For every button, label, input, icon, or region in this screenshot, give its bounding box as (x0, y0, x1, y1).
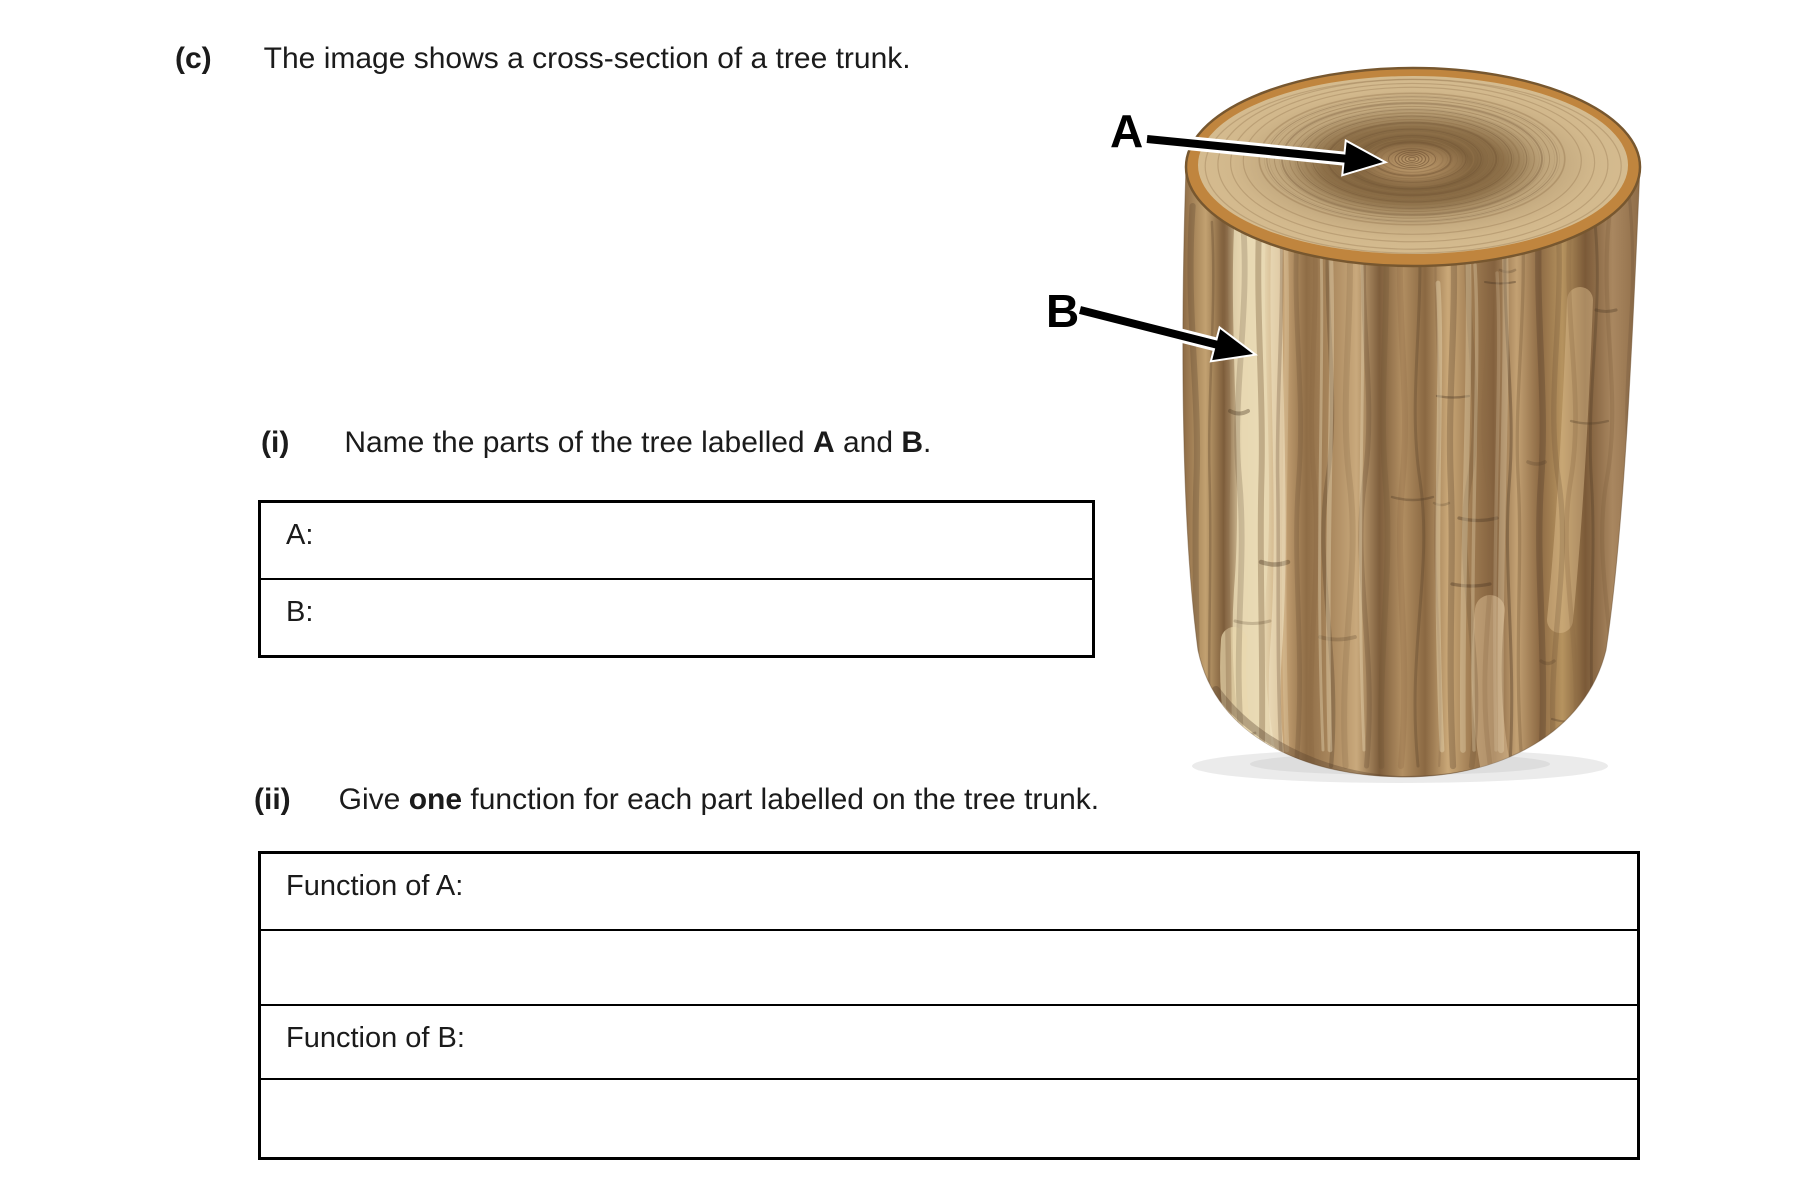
question-i-text-end: . (923, 426, 932, 459)
function-b-answer-row (261, 1078, 1637, 1153)
question-c-marker: (c) (175, 42, 212, 75)
function-b-label: Function of B: (286, 1021, 465, 1054)
question-i-bold-a: A (812, 426, 835, 459)
question-i-line: (i) Name the parts of the tree labelled A… (261, 426, 931, 460)
answer-table-functions: Function of A: Function of B: (258, 851, 1640, 1160)
answer-row-a: A: (261, 503, 1092, 578)
question-c-line: (c) The image shows a cross-section of a … (175, 42, 911, 76)
question-i-text-start: Name the parts of the tree labelled (344, 426, 813, 459)
function-a-label-row: Function of A: (261, 854, 1637, 929)
answer-table-parts: A: B: (258, 500, 1095, 658)
tree-trunk-image: A B (1046, 66, 1642, 783)
tree-trunk-figure: A B (1020, 50, 1680, 790)
bark-texture (1187, 184, 1639, 777)
answer-row-b: B: (261, 578, 1092, 653)
function-a-answer-space (261, 931, 1637, 947)
question-ii-text-start: Give (338, 783, 409, 816)
answer-row-b-label: B: (286, 596, 314, 628)
question-i-bold-b: B (901, 426, 924, 459)
question-ii-text-end: function for each part labelled on the t… (462, 783, 1100, 816)
arrow-b (1078, 303, 1258, 363)
function-b-answer-space (261, 1080, 1637, 1096)
function-a-label: Function of A: (286, 870, 464, 902)
question-i-marker: (i) (261, 426, 290, 459)
growth-rings (1204, 78, 1622, 254)
question-c-text: The image shows a cross-section of a tre… (263, 42, 911, 75)
question-ii-marker: (ii) (254, 783, 291, 816)
question-i-text-mid: and (834, 426, 902, 459)
question-ii-bold-one: one (408, 783, 463, 816)
function-b-label-row: Function of B: (261, 1003, 1637, 1079)
answer-row-a-label: A: (286, 519, 314, 551)
question-ii-line: (ii) Give one function for each part labe… (254, 783, 1099, 817)
arrow-a (1146, 132, 1389, 177)
top-wood-face (1198, 76, 1628, 254)
function-a-answer-row (261, 928, 1637, 1004)
figure-label-b: B (1046, 285, 1079, 337)
figure-label-a: A (1110, 105, 1143, 157)
